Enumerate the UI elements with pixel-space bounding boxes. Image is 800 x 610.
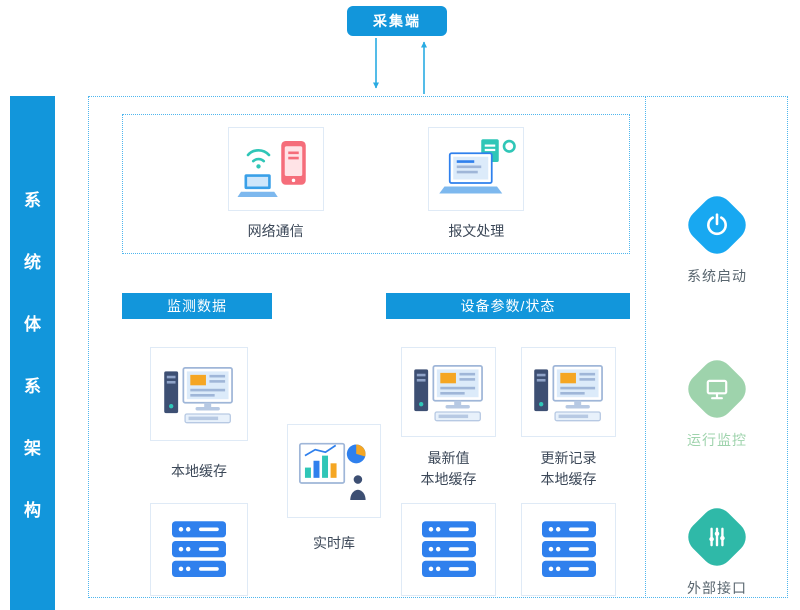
power-icon xyxy=(681,189,753,261)
update-record-server-box xyxy=(521,503,616,596)
monitor-icon xyxy=(681,353,753,425)
diagram-title-bar: 系 统 体 系 架 构 xyxy=(10,96,55,610)
network-comm-label: 网络通信 xyxy=(247,223,304,239)
update-record-cache-box xyxy=(521,347,616,437)
realtime-db-label: 实时库 xyxy=(313,535,355,551)
rail-divider xyxy=(645,96,646,598)
title-char: 架 xyxy=(24,438,41,458)
latest-value-cache-label: 最新值 本地缓存 xyxy=(390,448,507,490)
local-cache-label: 本地缓存 xyxy=(171,463,227,479)
title-char: 系 xyxy=(24,190,41,210)
message-processing-icon xyxy=(428,127,525,211)
server-stack-icon xyxy=(541,520,596,577)
collector-node: 采集端 xyxy=(347,6,447,36)
network-comm-item: 网络通信 xyxy=(227,127,324,241)
desktop-computer-icon xyxy=(533,365,603,422)
update-record-cache-label: 更新记录 本地缓存 xyxy=(510,448,627,490)
label-line: 本地缓存 xyxy=(420,471,477,487)
monitor-data-header: 监测数据 xyxy=(122,293,272,319)
label-line: 更新记录 xyxy=(540,450,597,466)
external-interface-icon-wrap xyxy=(681,501,753,573)
rail-item-run-monitor: 运行监控 xyxy=(646,353,788,450)
run-monitor-icon-wrap xyxy=(681,353,753,425)
realtime-chart-icon xyxy=(298,442,366,501)
rail-item-system-start: 系统启动 xyxy=(646,189,788,286)
device-params-header: 设备参数/状态 xyxy=(386,293,630,319)
message-processing-item: 报文处理 xyxy=(428,127,525,241)
server-stack-icon xyxy=(172,520,226,577)
run-monitor-label: 运行监控 xyxy=(687,432,747,448)
latest-value-cache-box xyxy=(401,347,496,437)
system-start-label: 系统启动 xyxy=(687,268,747,284)
desktop-computer-icon xyxy=(413,365,483,422)
external-interface-label: 外部接口 xyxy=(687,580,747,596)
title-char: 系 xyxy=(24,376,41,396)
rail-item-external-interface: 外部接口 xyxy=(646,501,788,598)
title-char: 体 xyxy=(24,314,41,334)
label-line: 本地缓存 xyxy=(540,471,597,487)
local-cache-box xyxy=(150,347,248,441)
system-start-icon-wrap xyxy=(681,189,753,261)
architecture-frame xyxy=(88,96,788,598)
network-communication-icon xyxy=(227,127,324,211)
title-char: 构 xyxy=(24,500,41,520)
local-cache-server-box xyxy=(150,503,248,596)
comm-section: 网络通信 报文处理 xyxy=(122,114,630,254)
title-char: 统 xyxy=(24,252,41,272)
message-processing-label: 报文处理 xyxy=(448,223,505,239)
desktop-computer-icon xyxy=(164,367,233,424)
server-stack-icon xyxy=(421,520,476,577)
label-line: 最新值 xyxy=(427,450,470,466)
sliders-icon xyxy=(681,501,753,573)
realtime-db-box xyxy=(287,424,381,518)
latest-value-server-box xyxy=(401,503,496,596)
